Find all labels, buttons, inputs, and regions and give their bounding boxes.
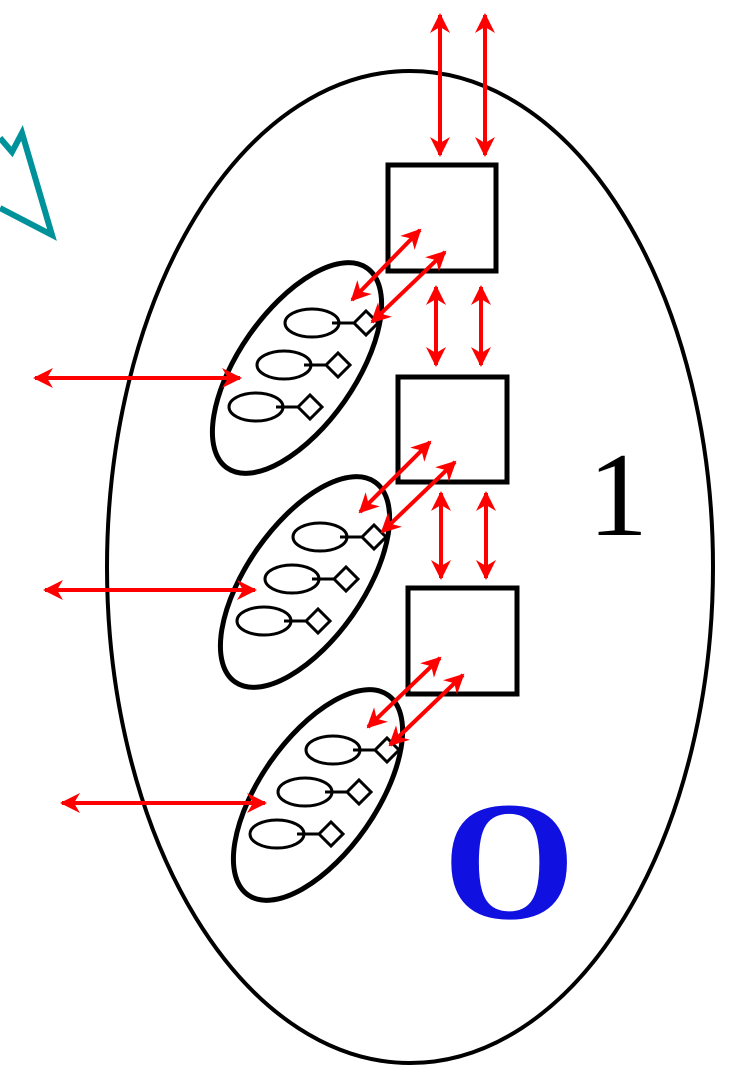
member-icon bbox=[276, 776, 374, 808]
member-icon bbox=[227, 391, 325, 423]
group-ellipse bbox=[230, 687, 406, 903]
member-icon bbox=[235, 605, 333, 637]
label-zero: O bbox=[443, 767, 575, 955]
label-one: 1 bbox=[588, 428, 648, 561]
double-arrow bbox=[380, 460, 457, 534]
group-ellipse bbox=[217, 474, 393, 690]
group-3 bbox=[230, 687, 406, 903]
double-arrow bbox=[388, 673, 465, 747]
teal-pointer-arrow bbox=[0, 125, 57, 241]
double-arrow bbox=[370, 250, 447, 324]
member-icon bbox=[248, 818, 346, 850]
group-2 bbox=[217, 474, 393, 690]
member-icon bbox=[263, 563, 361, 595]
member-icon bbox=[291, 521, 389, 553]
outer-ellipse bbox=[105, 69, 715, 1065]
member-icon bbox=[304, 734, 402, 766]
member-icon bbox=[255, 349, 353, 381]
member-icon bbox=[283, 307, 381, 339]
